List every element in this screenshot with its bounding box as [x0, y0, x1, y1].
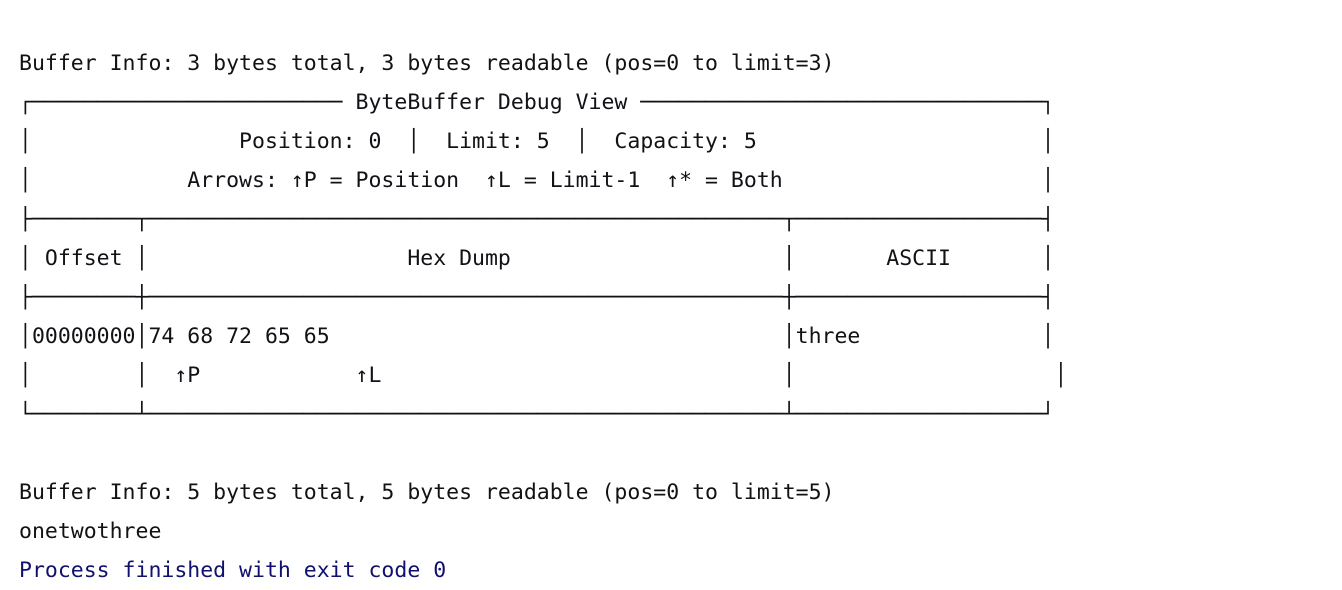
debug-table-header-row: │ Offset │ Hex Dump │ ASCII │ — [19, 246, 1055, 271]
debug-table-rule-mid: ├────────┼──────────────────────────────… — [19, 285, 1055, 310]
buffer-info-line-2: Buffer Info: 5 bytes total, 5 bytes read… — [19, 480, 835, 505]
program-output-value: onetwothree — [19, 519, 162, 544]
debug-box-bottom-border: └────────┴──────────────────────────────… — [19, 402, 1055, 427]
debug-box-top-border: ┌──────────────────────── ByteBuffer Deb… — [19, 90, 1055, 115]
debug-table-rule-top: ├────────┬──────────────────────────────… — [19, 207, 1055, 232]
buffer-info-line-1: Buffer Info: 3 bytes total, 3 bytes read… — [19, 51, 835, 76]
debug-table-marker-row: │ │ ↑P ↑L │ │ — [19, 363, 1068, 388]
debug-box-arrows-legend: │ Arrows: ↑P = Position ↑L = Limit-1 ↑* … — [19, 168, 1055, 193]
debug-box-meta-row: │ Position: 0 │ Limit: 5 │ Capacity: 5 │ — [19, 129, 1055, 154]
table-row: │00000000│74 68 72 65 65 │three │ — [19, 324, 1055, 349]
process-exit-message: Process finished with exit code 0 — [19, 558, 447, 583]
